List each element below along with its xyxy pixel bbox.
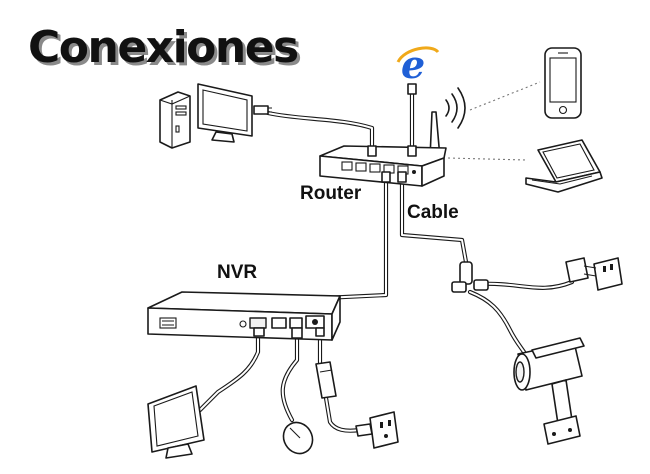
cable-label: Cable bbox=[407, 202, 459, 223]
nvr-label: NVR bbox=[217, 262, 258, 283]
bullet-camera bbox=[513, 337, 585, 445]
wifi-signal-icon bbox=[445, 87, 466, 129]
browser-e-icon: e bbox=[396, 42, 440, 95]
wireless-link-phone bbox=[469, 81, 541, 111]
mouse bbox=[282, 421, 314, 455]
desktop-pc bbox=[159, 83, 272, 149]
wall-outlet bbox=[355, 411, 399, 449]
router bbox=[319, 111, 447, 187]
camera-power-outlet bbox=[565, 257, 623, 291]
laptop bbox=[525, 139, 603, 193]
camera-connectors bbox=[451, 261, 489, 293]
diagram-title: Conexiones bbox=[28, 22, 299, 73]
wireless-link-laptop bbox=[447, 157, 527, 161]
smartphone bbox=[544, 47, 582, 119]
power-adapter bbox=[315, 361, 337, 399]
monitor bbox=[147, 385, 205, 459]
nvr bbox=[147, 291, 341, 341]
router-label: Router bbox=[300, 183, 362, 204]
